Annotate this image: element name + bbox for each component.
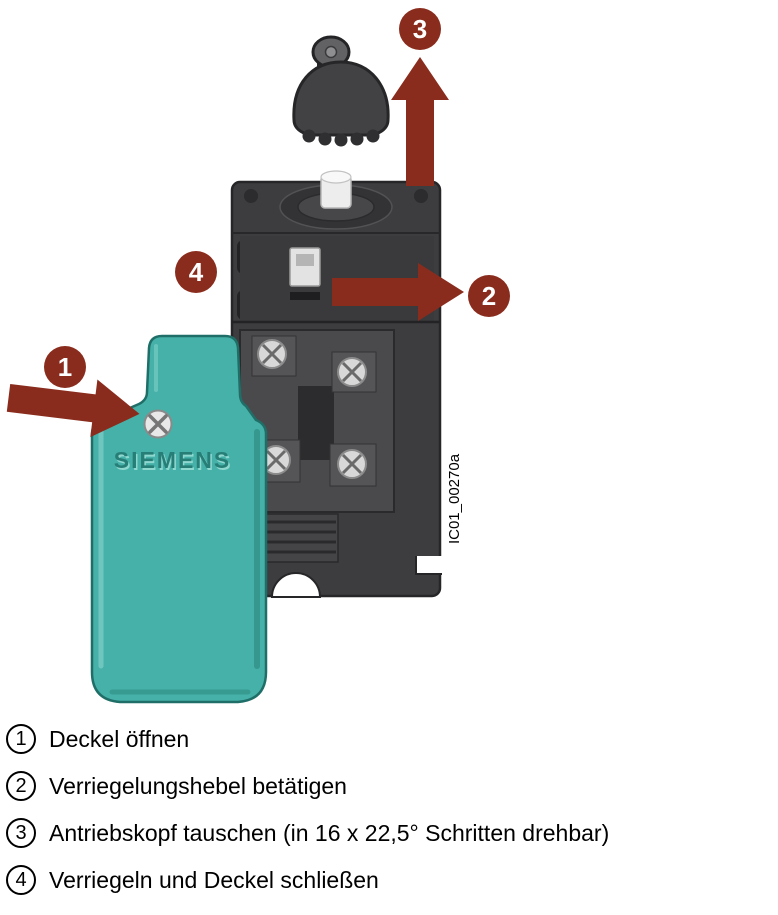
cover-shell [90,334,268,704]
legend-item-2: 2 Verriegelungshebel betätigen [6,769,778,803]
head-tooth [302,129,316,143]
callout-badge-4: 4 [175,251,217,293]
bottom-notch [270,572,322,598]
terminal-screw-1 [257,339,287,369]
legend-text-4: Verriegeln und Deckel schließen [49,866,379,893]
callout-number: 2 [482,281,496,311]
head-tooth [318,132,332,146]
head-tooth [334,133,348,147]
callout-number: 1 [58,352,72,382]
cable-entry-bellows [253,513,339,563]
legend-number-3: 3 [6,818,36,848]
plunger [320,170,352,209]
locking-lever [289,247,321,300]
legend-number-4: 4 [6,865,36,895]
head-tooth [366,129,380,143]
legend-number-1: 1 [6,724,36,754]
brand-emboss-light: SIEMENS [115,449,233,475]
roller-hub [324,45,338,59]
callout-number: 3 [413,14,427,44]
legend-number-2: 2 [6,771,36,801]
callout-badge-1: 1 [44,346,86,388]
bottom-right-cut-edge [415,556,442,575]
arrow-step2 [332,263,464,321]
cover-screw [143,409,173,439]
callout-number: 4 [189,257,204,287]
terminal-screw-4 [337,449,367,479]
actuator-head [292,35,390,147]
callout-badge-3: 3 [399,8,441,50]
arrow-step3 [391,57,449,186]
head-tooth [350,132,364,146]
top-post-left [244,189,258,203]
legend-item-3: 3 Antriebskopf tauschen (in 16 x 22,5° S… [6,816,778,850]
legend-item-1: 1 Deckel öffnen [6,722,778,756]
arrow-step1 [6,379,140,438]
bottom-right-cut [416,556,442,574]
legend-text-2: Verriegelungshebel betätigen [49,772,347,799]
figure-code: IC01_00270a [446,453,463,544]
terminal-screw-2 [337,357,367,387]
exploded-view-illustration: SIEMENS SIEMENS 3 2 4 1 [6,8,510,704]
callout-badge-2: 2 [468,275,510,317]
legend-text-3: Antriebskopf tauschen (in 16 x 22,5° Sch… [49,819,610,846]
brand-label: SIEMENS [114,447,232,473]
legend-text-1: Deckel öffnen [49,725,190,752]
head-dome [292,60,390,137]
legend: 1 Deckel öffnen 2 Verriegelungshebel bet… [0,720,778,897]
top-post-right [414,189,428,203]
legend-item-4: 4 Verriegeln und Deckel schließen [6,863,778,897]
cover: SIEMENS SIEMENS [90,334,268,704]
